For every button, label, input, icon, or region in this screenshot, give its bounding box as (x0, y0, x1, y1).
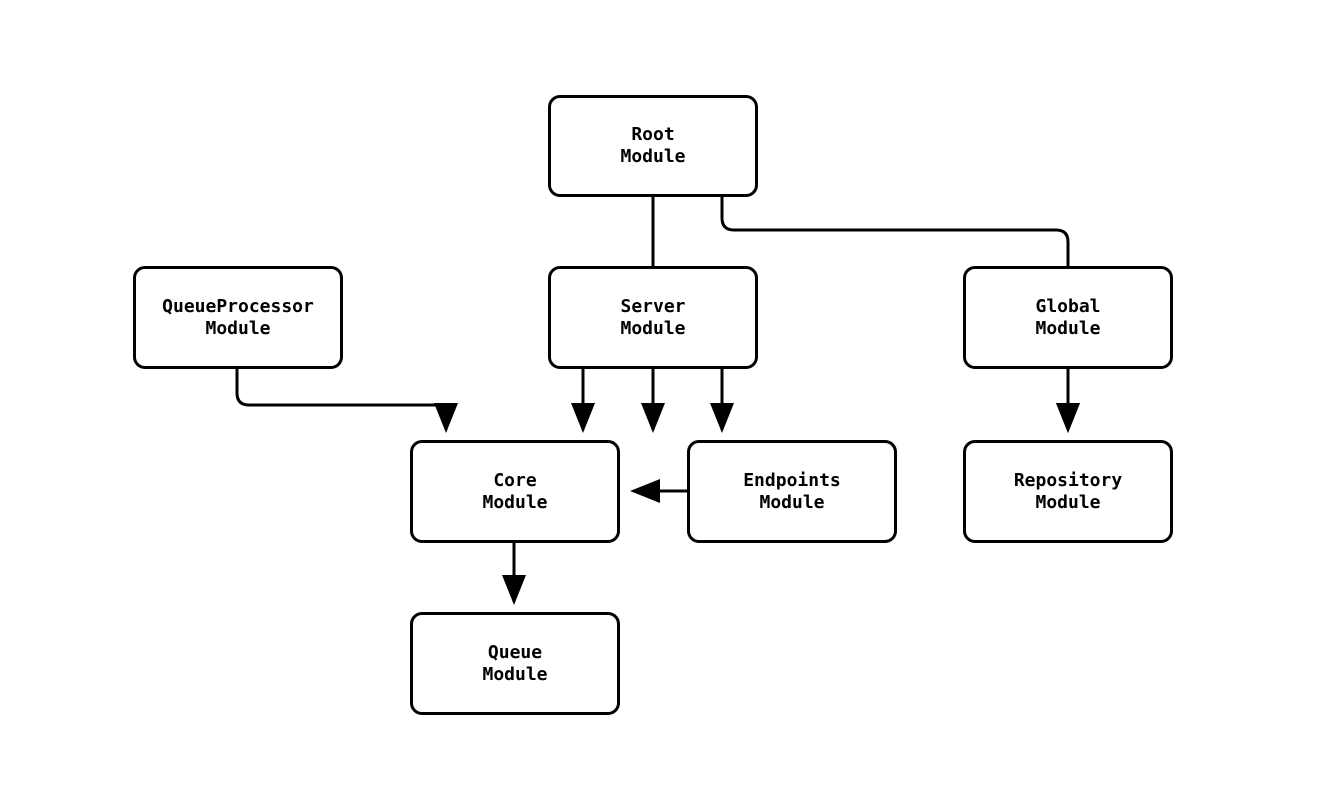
node-queueprocessor-line1: QueueProcessor (162, 295, 314, 317)
node-queue-line2: Module (482, 663, 548, 685)
node-repository-line1: Repository (1013, 469, 1123, 491)
node-queue-line1: Queue (487, 641, 543, 663)
node-server[interactable]: Server Module (548, 266, 758, 369)
node-global[interactable]: Global Module (963, 266, 1173, 369)
node-server-line2: Module (620, 317, 686, 339)
node-root[interactable]: Root Module (548, 95, 758, 197)
node-root-line2: Module (620, 146, 686, 167)
node-core-line1: Core (493, 469, 537, 491)
node-queue[interactable]: Queue Module (410, 612, 620, 715)
node-queueprocessor-line2: Module (205, 317, 271, 339)
edge-root-to-global (720, 197, 1080, 433)
node-queueprocessor[interactable]: QueueProcessor Module (133, 266, 343, 369)
node-server-line1: Server (620, 295, 686, 317)
node-core-line2: Module (482, 491, 548, 513)
edge-queueprocessor-to-core (235, 369, 458, 433)
node-global-line1: Global (1035, 295, 1101, 317)
node-core[interactable]: Core Module (410, 440, 620, 543)
node-repository[interactable]: Repository Module (963, 440, 1173, 543)
node-endpoints[interactable]: Endpoints Module (687, 440, 897, 543)
node-endpoints-line1: Endpoints (743, 469, 841, 491)
node-global-line2: Module (1035, 317, 1101, 339)
node-root-line1: Root (631, 124, 675, 145)
node-repository-line2: Module (1035, 491, 1101, 513)
node-endpoints-line2: Module (759, 491, 825, 513)
